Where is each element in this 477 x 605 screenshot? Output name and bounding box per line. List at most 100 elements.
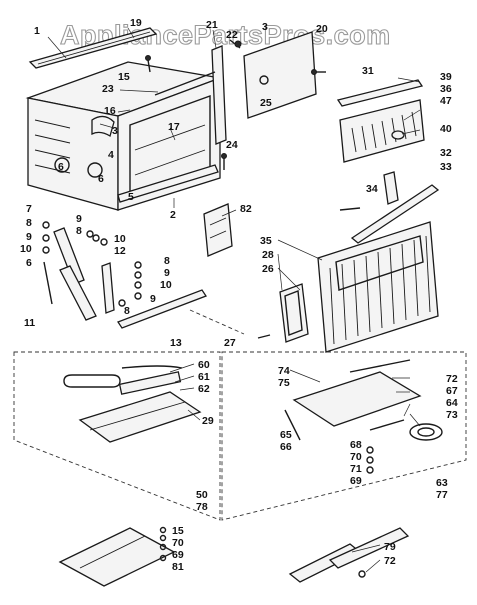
side-panel-assembly (229, 31, 317, 119)
callout-47: 47 (440, 95, 452, 107)
callout-22: 22 (226, 29, 238, 41)
vertical-bracket-part (101, 262, 115, 314)
callout-40: 40 (440, 123, 452, 135)
callout-23: 23 (102, 83, 114, 95)
callout-9a: 9 (26, 231, 32, 243)
callout-11: 11 (24, 317, 35, 329)
callout-62: 62 (198, 383, 210, 395)
callout-78: 78 (196, 501, 208, 513)
callout-69a: 69 (350, 475, 362, 487)
heater-kit (63, 365, 202, 443)
callout-1: 1 (34, 25, 40, 37)
callout-8a: 8 (26, 217, 32, 229)
callout-15b: 15 (172, 525, 184, 537)
front-grille-part (317, 221, 439, 353)
control-bracket-part (339, 99, 425, 163)
callout-6c: 6 (26, 257, 32, 269)
filter-frame-part (279, 283, 309, 343)
callout-70b: 70 (172, 537, 184, 549)
upper-right-parts (311, 69, 425, 163)
callout-28: 28 (262, 249, 274, 261)
callout-68: 68 (350, 439, 362, 451)
callout-9c: 9 (164, 267, 170, 279)
callout-19: 19 (130, 17, 142, 29)
callout-71: 71 (350, 463, 362, 475)
callout-39: 39 (440, 71, 452, 83)
callout-12: 12 (114, 245, 126, 257)
kit-box-outline-left (13, 351, 221, 521)
callout-4: 4 (108, 149, 114, 161)
callout-74: 74 (278, 365, 290, 377)
callout-35: 35 (260, 235, 272, 247)
callout-16: 16 (104, 105, 116, 117)
support-arm-part (59, 265, 97, 321)
callout-32: 32 (440, 147, 452, 159)
callout-77: 77 (436, 489, 448, 501)
callout-81: 81 (172, 561, 184, 573)
callout-2: 2 (170, 209, 176, 221)
callout-72b: 72 (384, 555, 396, 567)
callout-82: 82 (240, 203, 252, 215)
callout-26: 26 (262, 263, 274, 275)
callout-17: 17 (168, 121, 180, 133)
bracket-clip-part (91, 115, 115, 137)
callout-10c: 10 (160, 279, 172, 291)
callout-9b: 9 (76, 213, 82, 225)
left-hardware (42, 221, 271, 339)
callout-7: 7 (26, 203, 32, 215)
callout-73: 73 (446, 409, 458, 421)
callout-79: 79 (384, 541, 396, 553)
bottom-rail-13-part (117, 289, 207, 329)
callout-15a: 15 (118, 71, 130, 83)
callout-70a: 70 (350, 451, 362, 463)
callout-75: 75 (278, 377, 290, 389)
callout-69b: 69 (172, 549, 184, 561)
callout-31: 31 (362, 65, 374, 77)
callout-3b: 3 (112, 125, 118, 137)
callout-10b: 10 (114, 233, 126, 245)
leader-lines (47, 27, 421, 573)
callout-50: 50 (196, 489, 208, 501)
callout-36: 36 (440, 83, 452, 95)
callout-66: 66 (280, 441, 292, 453)
callout-3a: 3 (262, 21, 268, 33)
callout-25: 25 (260, 97, 272, 109)
mounting-plate-part (78, 391, 202, 443)
callout-8b: 8 (76, 225, 82, 237)
callout-27: 27 (224, 337, 236, 349)
callout-34: 34 (366, 183, 378, 195)
callout-6b: 6 (98, 173, 104, 185)
callout-9d: 9 (150, 293, 156, 305)
callout-21: 21 (206, 19, 218, 31)
callout-72: 72 (446, 373, 458, 385)
bottom-install-kit-left (58, 526, 176, 587)
callout-61: 61 (198, 371, 210, 383)
trim-strips (339, 171, 440, 244)
short-trim-part (383, 171, 399, 205)
callout-labels: 1 19 21 22 3 20 15 23 16 3 17 4 5 6 6 2 … (20, 17, 458, 573)
front-grille-assembly (279, 221, 439, 353)
side-strip-part (211, 45, 227, 145)
channel-rail-part (336, 79, 424, 107)
callout-8c: 8 (164, 255, 170, 267)
callout-60: 60 (198, 359, 210, 371)
callout-10a: 10 (20, 243, 32, 255)
mount-bracket-part (203, 203, 233, 257)
side-panel-part (243, 31, 317, 119)
callout-13: 13 (170, 337, 182, 349)
bottom-rail-part (117, 164, 219, 203)
callout-29: 29 (202, 415, 214, 427)
callout-64: 64 (446, 397, 458, 409)
callout-24: 24 (226, 139, 238, 151)
callout-33: 33 (440, 161, 452, 173)
kit-box-outline-right (221, 351, 467, 521)
base-pan-part (292, 371, 422, 427)
callout-63: 63 (436, 477, 448, 489)
long-trim-part (350, 184, 440, 244)
drain-kit (284, 359, 443, 474)
callout-65: 65 (280, 429, 292, 441)
cabinet-assembly (25, 27, 227, 211)
panel-piece-part (58, 527, 176, 587)
